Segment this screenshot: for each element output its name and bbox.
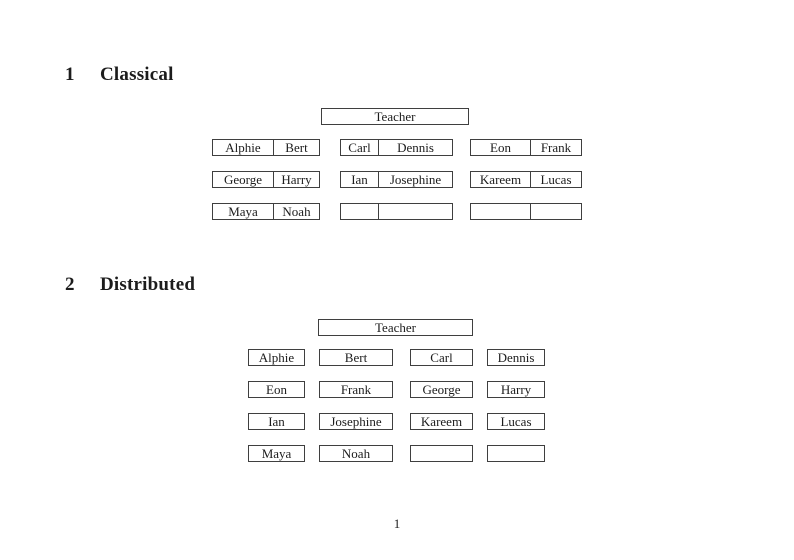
desk-seat-empty — [379, 204, 452, 219]
desk: Kareem Lucas — [470, 171, 582, 188]
desk-seat: Lucas — [540, 172, 572, 187]
desk: Ian Josephine — [340, 171, 453, 188]
seat-box: Dennis — [487, 349, 545, 366]
section-number: 2 — [65, 274, 75, 295]
desk: Maya Noah — [212, 203, 320, 220]
teacher-box: Teacher — [321, 108, 469, 125]
section-heading-distributed: 2 Distributed — [65, 273, 195, 296]
desk-seat-empty — [471, 204, 531, 219]
seat-box: George — [410, 381, 473, 398]
seat-box: Maya — [248, 445, 305, 462]
desk: Alphie Bert — [212, 139, 320, 156]
page-number: 1 — [393, 516, 401, 531]
desk-empty — [340, 203, 453, 220]
desk-seat: Eon — [471, 140, 531, 155]
section-heading-classical: 1 Classical — [65, 63, 174, 86]
desk-seat: Noah — [282, 204, 311, 219]
seat-box: Kareem — [410, 413, 473, 430]
seat-box: Josephine — [319, 413, 393, 430]
desk-seat: Bert — [285, 140, 308, 155]
desk-empty — [470, 203, 582, 220]
seat-box: Harry — [487, 381, 545, 398]
seat-box: Lucas — [487, 413, 545, 430]
seat-box: Ian — [248, 413, 305, 430]
desk-seat-empty — [531, 204, 581, 219]
desk-seat: Dennis — [397, 140, 434, 155]
section-number: 1 — [65, 64, 75, 85]
seat-box: Frank — [319, 381, 393, 398]
seat-box-empty — [410, 445, 473, 462]
desk: George Harry — [212, 171, 320, 188]
desk-seat: Harry — [281, 172, 312, 187]
desk: Carl Dennis — [340, 139, 453, 156]
desk-seat: Josephine — [389, 172, 442, 187]
seat-box: Noah — [319, 445, 393, 462]
seat-box: Carl — [410, 349, 473, 366]
desk-seat: Kareem — [471, 172, 531, 187]
desk-seat: Ian — [341, 172, 379, 187]
desk: Eon Frank — [470, 139, 582, 156]
desk-seat: Maya — [213, 204, 274, 219]
desk-seat: Frank — [540, 140, 572, 155]
seat-box: Eon — [248, 381, 305, 398]
seat-box: Bert — [319, 349, 393, 366]
desk-seat: George — [213, 172, 274, 187]
section-title: Classical — [100, 64, 174, 85]
section-title: Distributed — [100, 274, 196, 295]
teacher-box: Teacher — [318, 319, 473, 336]
desk-seat-empty — [341, 204, 379, 219]
seat-box-empty — [487, 445, 545, 462]
desk-seat: Carl — [341, 140, 379, 155]
seat-box: Alphie — [248, 349, 305, 366]
desk-seat: Alphie — [213, 140, 274, 155]
